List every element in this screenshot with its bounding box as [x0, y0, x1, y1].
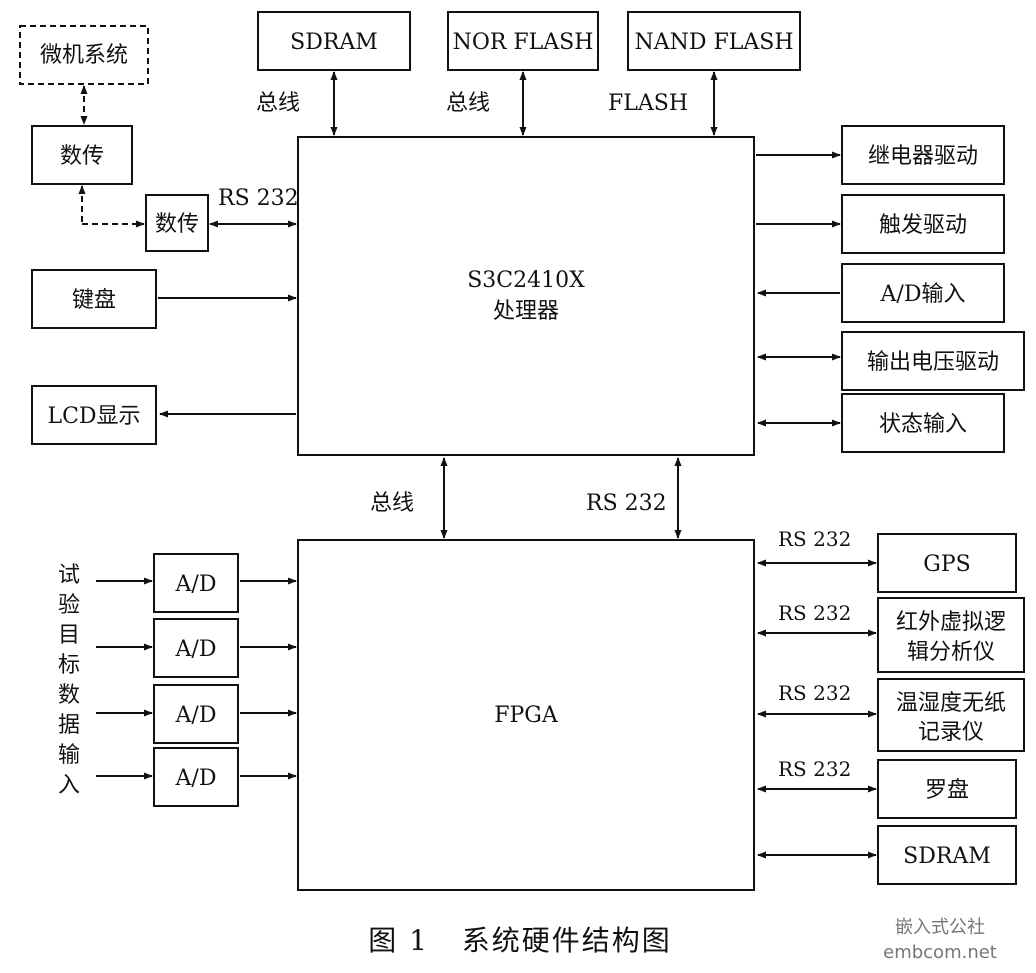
- ad-box-2: [153, 618, 239, 678]
- processor-label-line1: S3C2410X: [467, 268, 585, 293]
- vertical-input-label: 试 验 目 标 数 据 输 入: [58, 563, 80, 798]
- sdram-bottom-box: [877, 825, 1017, 885]
- rs232-radio-label: RS 232: [218, 186, 299, 211]
- watermark-line2: embcom.net: [883, 942, 997, 963]
- rs232-humidity-label: RS 232: [778, 681, 851, 705]
- lcd-label: LCD显示: [47, 404, 140, 429]
- relay-box: [841, 125, 1005, 185]
- sdram-bottom-label: SDRAM: [903, 844, 991, 869]
- microcomputer-label: 微机系统: [40, 43, 128, 68]
- processor-label-line2: 处理器: [493, 299, 559, 324]
- rs232-gps-label: RS 232: [778, 527, 851, 551]
- rs232-compass-label: RS 232: [778, 757, 851, 781]
- input-label-char: 标: [58, 653, 80, 678]
- relay-label: 继电器驱动: [868, 144, 978, 169]
- status-box: [841, 393, 1005, 453]
- rs232-ir-label: RS 232: [778, 601, 851, 625]
- nor-flash-label: NOR FLASH: [453, 30, 594, 55]
- compass-box: [877, 759, 1017, 819]
- voltage-label: 输出电压驱动: [867, 350, 999, 375]
- input-label-char: 输: [58, 743, 80, 768]
- keyboard-box: [31, 269, 157, 329]
- watermark-line1: 嵌入式公社: [895, 917, 985, 938]
- bus-fpga-label: 总线: [370, 491, 414, 516]
- radio-box-1: [31, 125, 133, 185]
- ir-analyzer-label-line1: 红外虚拟逻: [896, 610, 1006, 635]
- input-label-char: 数: [58, 683, 80, 708]
- keyboard-label: 键盘: [72, 288, 116, 313]
- nor-flash-box: [447, 11, 599, 71]
- ad-label-1: A/D: [175, 572, 217, 597]
- input-label-char: 据: [58, 713, 80, 738]
- ir-analyzer-box: [877, 597, 1025, 673]
- bus-label-1: 总线: [256, 91, 300, 116]
- ad-box-3: [153, 684, 239, 744]
- ad-label-2: A/D: [175, 637, 217, 662]
- microcomputer-box: [19, 25, 149, 85]
- sdram-top-box: [257, 11, 411, 71]
- bus-label-2: 总线: [446, 91, 490, 116]
- status-label: 状态输入: [879, 412, 967, 437]
- humidity-recorder-label-line2: 记录仪: [918, 720, 984, 745]
- ir-analyzer-label-line2: 辑分析仪: [907, 640, 995, 665]
- ad-label-3: A/D: [175, 703, 217, 728]
- voltage-box: [841, 331, 1025, 391]
- gps-box: [877, 533, 1017, 593]
- figure-caption: 图 1 系统硬件结构图: [368, 924, 671, 957]
- input-label-char: 目: [58, 623, 80, 648]
- compass-label: 罗盘: [925, 778, 969, 803]
- input-label-char: 入: [58, 773, 80, 798]
- input-label-char: 验: [58, 593, 80, 618]
- radio-label-2: 数传: [155, 212, 199, 237]
- rs232-fpga-label: RS 232: [586, 491, 667, 516]
- sdram-top-label: SDRAM: [290, 30, 378, 55]
- gps-label: GPS: [923, 552, 970, 577]
- ad-box-4: [153, 747, 239, 807]
- flash-label: FLASH: [608, 91, 688, 116]
- humidity-recorder-box: [877, 678, 1025, 752]
- nand-flash-label: NAND FLASH: [634, 30, 793, 55]
- nand-flash-box: [627, 11, 801, 71]
- trigger-box: [841, 194, 1005, 254]
- input-label-char: 试: [58, 563, 80, 588]
- humidity-recorder-label-line1: 温湿度无纸: [896, 691, 1006, 716]
- ad-input-label: A/D输入: [880, 282, 966, 307]
- fpga-box: [297, 539, 755, 891]
- ad-label-4: A/D: [175, 766, 217, 791]
- fpga-label: FPGA: [494, 703, 559, 728]
- lcd-box: [31, 385, 157, 445]
- processor-box: [297, 136, 755, 456]
- radio-box-2: [145, 194, 209, 252]
- ad-box-1: [153, 553, 239, 613]
- radio-label-1: 数传: [60, 144, 104, 169]
- ad-input-box: [841, 263, 1005, 323]
- trigger-label: 触发驱动: [879, 213, 967, 238]
